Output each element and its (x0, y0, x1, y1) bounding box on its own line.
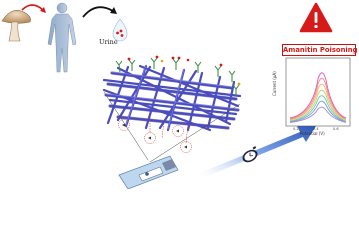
warning-label: Amanitin Poisoning (282, 44, 358, 56)
plot-y-axis-title: Current (μA) (272, 71, 277, 96)
receptor (171, 56, 181, 70)
dpv-curves (289, 72, 347, 123)
ingestion-arrow (21, 4, 46, 13)
zoom-leaders (103, 91, 241, 163)
nanofiber-mesh (102, 64, 242, 132)
receptor (228, 70, 236, 82)
plot-x-axis-title: Potential (V) (300, 131, 325, 136)
sampling-arrow (82, 6, 117, 18)
receptor (194, 61, 202, 73)
receptor (115, 60, 123, 73)
receptor (150, 55, 159, 69)
sensor-strip-icon (118, 155, 179, 189)
receptor (232, 82, 241, 96)
droplet-icon (112, 18, 128, 42)
warning-triangle-icon (299, 2, 333, 33)
receptor (127, 57, 136, 71)
diagram-canvas (1, 2, 351, 189)
diagram: Urine Amanitin Poisoning Current (μA) Po… (1, 2, 358, 189)
mushroom-icon (1, 9, 31, 42)
receptor-markers (115, 55, 241, 96)
stopwatch-icon (242, 146, 258, 163)
result-arrow (200, 126, 316, 178)
urine-label: Urine (99, 38, 118, 46)
x-tick-label: 0.4 (313, 127, 319, 131)
human-silhouette-icon (47, 2, 77, 73)
x-tick-label: 0.6 (333, 127, 339, 131)
x-tick-label: 0.2 (293, 127, 299, 131)
receptor (214, 63, 223, 77)
dpv-plot (285, 57, 351, 127)
